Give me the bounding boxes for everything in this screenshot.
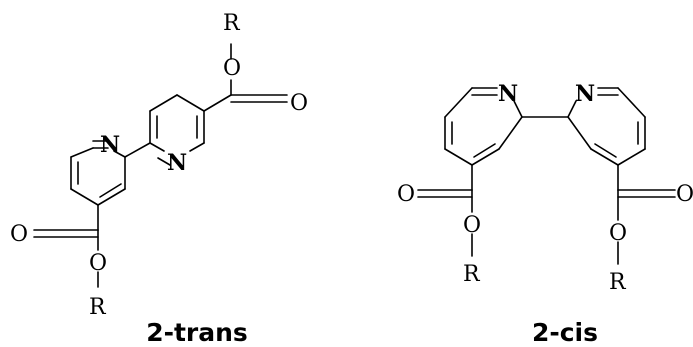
cis-oxygen-right-carbonyl: O <box>676 182 693 207</box>
bond <box>97 188 126 206</box>
trans-label: 2-trans <box>146 318 248 347</box>
molecule-2-cis: N N O O R O O R 2-cis <box>397 81 693 347</box>
bond <box>113 150 126 158</box>
bond <box>444 87 473 118</box>
cis-right-ester <box>617 164 676 265</box>
trans-r-bottom: R <box>89 295 107 320</box>
bond <box>513 100 523 118</box>
bond <box>149 94 178 112</box>
cis-left-pyridine-ring <box>444 87 523 166</box>
bond <box>617 148 646 166</box>
cis-nitrogen-2: N <box>575 81 595 107</box>
bond <box>70 188 99 206</box>
cis-oxygen-left-ester: O <box>463 213 481 238</box>
bond <box>594 143 617 158</box>
bond <box>471 148 500 166</box>
trans-oxygen-top-ester: O <box>223 56 241 81</box>
cis-nitrogen-1: N <box>498 81 518 107</box>
bond <box>473 143 496 158</box>
bond <box>176 94 205 112</box>
cis-left-ester <box>417 164 473 257</box>
bond <box>203 94 232 112</box>
trans-nitrogen-2: N <box>167 150 187 176</box>
cis-oxygen-left-carbonyl: O <box>397 182 415 207</box>
trans-oxygen-bottom-ester: O <box>89 251 107 276</box>
trans-oxygen-bottom-carbonyl: O <box>10 222 28 247</box>
bond <box>617 87 646 118</box>
trans-oxygen-top-carbonyl: O <box>290 91 308 116</box>
bond <box>444 148 473 166</box>
bond <box>567 100 577 118</box>
cis-right-pyridine-ring <box>567 87 646 166</box>
bond <box>70 147 94 158</box>
bond <box>567 116 592 150</box>
trans-left-pyridine-ring <box>70 140 126 206</box>
trans-r-top: R <box>223 11 241 36</box>
bond <box>149 142 165 152</box>
trans-right-pyridine-ring <box>149 94 205 166</box>
bond <box>498 116 523 150</box>
cis-label: 2-cis <box>532 318 598 347</box>
trans-nitrogen-1: N <box>100 132 120 158</box>
bond <box>189 142 205 152</box>
trans-bottom-ester <box>33 204 99 288</box>
bond <box>124 142 151 158</box>
cis-oxygen-right-ester: O <box>609 221 627 246</box>
bond <box>157 157 171 166</box>
cis-r-left: R <box>463 262 481 287</box>
cis-r-right: R <box>609 270 627 295</box>
bond <box>99 183 122 198</box>
trans-top-ester <box>203 43 288 112</box>
molecule-2-trans: N N R O O O O R 2-trans <box>10 11 308 347</box>
bond <box>590 148 619 166</box>
